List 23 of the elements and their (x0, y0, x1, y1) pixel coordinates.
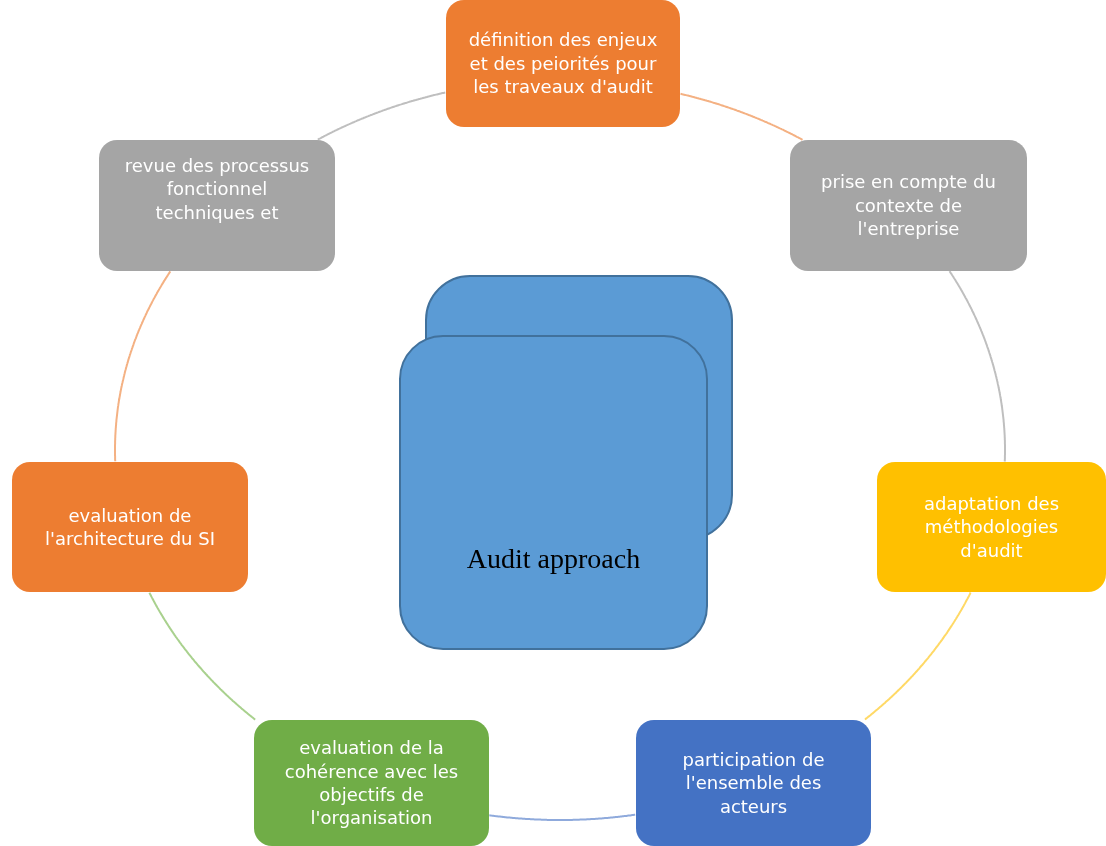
step-label: evaluation de l'architecture du SI (44, 503, 216, 551)
connector-arc (114, 270, 172, 463)
step-label: adaptation des méthodologies d'audit (922, 491, 1061, 563)
step-label: evaluation de la cohérence avec les objectifs de l'organisation (283, 736, 460, 830)
step-box (99, 140, 335, 271)
connector-arc (316, 91, 447, 141)
node-label: Audit approach (466, 543, 641, 575)
step-label: participation de l'ensemble des acteurs (681, 747, 826, 819)
connector-arc (488, 813, 637, 821)
step-box (446, 0, 680, 127)
step-label: définition des enjeux et des peiorités pour les traveaux d'audit (467, 28, 659, 99)
center-card (399, 335, 708, 650)
connector-arc (148, 591, 257, 721)
step-box (877, 462, 1106, 592)
step-box (636, 720, 871, 846)
connector-arc (679, 92, 804, 141)
connector-arc (863, 591, 972, 721)
step-label: prise en compte du contexte de l'entreprise (820, 170, 997, 241)
step-box (254, 720, 489, 846)
step-box (12, 462, 248, 592)
step-label: revue des processus fonctionnel techniques et (123, 154, 311, 225)
connector-arc (948, 270, 1006, 463)
step-box (790, 140, 1027, 271)
